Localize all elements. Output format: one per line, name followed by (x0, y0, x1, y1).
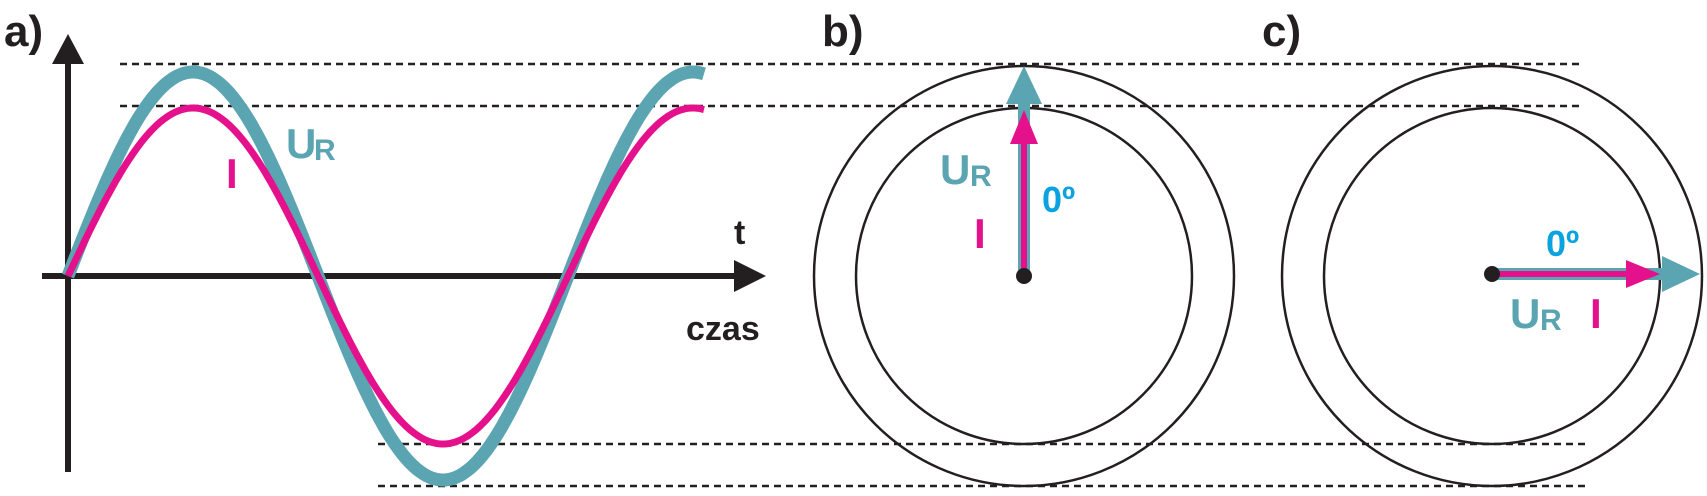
phasor-c-voltage-arrowhead (1662, 256, 1700, 292)
phasor-b-current-arrowhead (1010, 110, 1038, 144)
phasor-c-voltage-label: U (1510, 290, 1540, 337)
time-symbol-label: t (734, 214, 745, 252)
current-waveform (64, 104, 705, 448)
phasor-b-current-label: I (974, 210, 986, 257)
panel-a-label: a) (4, 7, 43, 56)
phasor-c-angle-label: 0º (1546, 223, 1579, 264)
panel-b-label: b) (822, 7, 864, 56)
time-axis-label: czas (686, 310, 760, 348)
phasor-b-angle-label: 0º (1042, 179, 1075, 220)
waveform-current-label: I (226, 150, 238, 197)
x-axis-arrowhead (734, 260, 766, 292)
dashed-reference-lines (120, 62, 1590, 488)
phasor-diagram-c (1280, 64, 1704, 488)
phasor-c-current-label: I (1590, 290, 1602, 337)
phasor-b-voltage-arrowhead (1006, 66, 1042, 104)
waveform-voltage-label: U (286, 120, 316, 167)
phasor-c-voltage-subscript: R (1540, 304, 1562, 337)
phasor-diagram-b (812, 64, 1236, 488)
panel-c-label: c) (1262, 7, 1301, 56)
phasor-b-voltage-subscript: R (970, 160, 992, 193)
phasor-c-current-arrowhead (1626, 260, 1660, 288)
phasor-b-voltage-label: U (940, 146, 970, 193)
waveform-voltage-subscript: R (314, 134, 336, 167)
voltage-waveform (61, 65, 706, 487)
phasor-b-origin-dot (1016, 268, 1032, 284)
y-axis-arrowhead (52, 34, 84, 64)
phasor-c-origin-dot (1484, 266, 1500, 282)
phasor-c-outer-circle (1280, 64, 1704, 488)
